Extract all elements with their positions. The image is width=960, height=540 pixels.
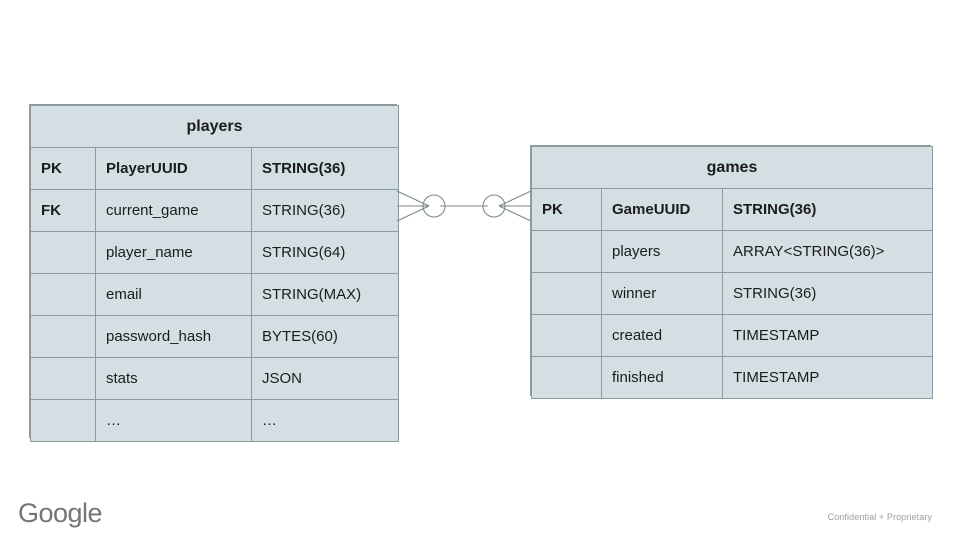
players-row-0-name: PlayerUUID (95, 147, 252, 190)
table-row[interactable]: player_name STRING(64) (30, 231, 400, 274)
players-table: players PK PlayerUUID STRING(36) FK curr… (29, 105, 400, 442)
players-row-6-type: … (250, 399, 400, 442)
players-row-2-type: STRING(64) (250, 231, 400, 274)
players-row-4-type: BYTES(60) (250, 315, 400, 358)
games-row-3-key (531, 314, 602, 357)
players-title-row: players (29, 105, 400, 148)
players-row-3-key (30, 273, 96, 316)
games-row-1-type: ARRAY<STRING(36)> (721, 230, 934, 273)
players-row-1-name: current_game (95, 189, 252, 232)
games-title-row: games (530, 146, 934, 189)
players-row-1-type: STRING(36) (250, 189, 400, 232)
players-row-3-name: email (95, 273, 252, 316)
entity-table-games[interactable]: games PK GameUUID STRING(36) players ARR… (530, 145, 934, 399)
players-row-0-key: PK (30, 147, 96, 190)
games-row-0-name: GameUUID (601, 188, 723, 231)
relationship-connector-crows-foot[interactable] (388, 180, 540, 232)
games-row-1-name: players (601, 230, 723, 273)
table-row[interactable]: FK current_game STRING(36) (30, 189, 400, 232)
left-crowsfoot-upper-prong (396, 190, 430, 207)
players-row-4-name: password_hash (95, 315, 252, 358)
games-row-4-key (531, 356, 602, 399)
games-entity-title: games (530, 146, 934, 189)
games-row-3-type: TIMESTAMP (721, 314, 934, 357)
table-row[interactable]: winner STRING(36) (531, 272, 934, 315)
games-row-1-key (531, 230, 602, 273)
google-logo: Google (18, 498, 103, 528)
games-row-3-name: created (601, 314, 723, 357)
games-row-2-key (531, 272, 602, 315)
entity-table-players[interactable]: players PK PlayerUUID STRING(36) FK curr… (29, 104, 400, 442)
games-table: games PK GameUUID STRING(36) players ARR… (530, 146, 934, 399)
left-crowsfoot-lower-prong (396, 205, 430, 222)
table-row[interactable]: password_hash BYTES(60) (30, 315, 400, 358)
table-row[interactable]: email STRING(MAX) (30, 273, 400, 316)
left-zero-cardinality-circle (422, 194, 446, 218)
games-row-2-name: winner (601, 272, 723, 315)
players-row-2-name: player_name (95, 231, 252, 274)
table-row[interactable]: finished TIMESTAMP (531, 356, 934, 399)
players-row-1-key: FK (30, 189, 96, 232)
table-row[interactable]: … … (30, 399, 400, 442)
games-row-0-type: STRING(36) (721, 188, 934, 231)
players-row-6-key (30, 399, 96, 442)
table-row[interactable]: created TIMESTAMP (531, 314, 934, 357)
players-table-body: players PK PlayerUUID STRING(36) FK curr… (29, 105, 400, 442)
players-row-5-name: stats (95, 357, 252, 400)
games-row-4-name: finished (601, 356, 723, 399)
right-crowsfoot-upper-prong (498, 190, 532, 207)
right-zero-cardinality-circle (482, 194, 506, 218)
table-row[interactable]: players ARRAY<STRING(36)> (531, 230, 934, 273)
table-row[interactable]: PK PlayerUUID STRING(36) (30, 147, 400, 190)
players-row-4-key (30, 315, 96, 358)
players-row-6-name: … (95, 399, 252, 442)
table-row[interactable]: PK GameUUID STRING(36) (531, 188, 934, 231)
players-row-5-type: JSON (250, 357, 400, 400)
right-crowsfoot-lower-prong (498, 205, 532, 222)
players-row-5-key (30, 357, 96, 400)
players-row-0-type: STRING(36) (250, 147, 400, 190)
players-row-2-key (30, 231, 96, 274)
confidential-proprietary-note: Confidential + Proprietary (827, 512, 932, 522)
games-row-0-key: PK (531, 188, 602, 231)
games-row-4-type: TIMESTAMP (721, 356, 934, 399)
games-row-2-type: STRING(36) (721, 272, 934, 315)
games-table-body: games PK GameUUID STRING(36) players ARR… (530, 146, 934, 399)
players-row-3-type: STRING(MAX) (250, 273, 400, 316)
players-entity-title: players (29, 105, 400, 148)
table-row[interactable]: stats JSON (30, 357, 400, 400)
